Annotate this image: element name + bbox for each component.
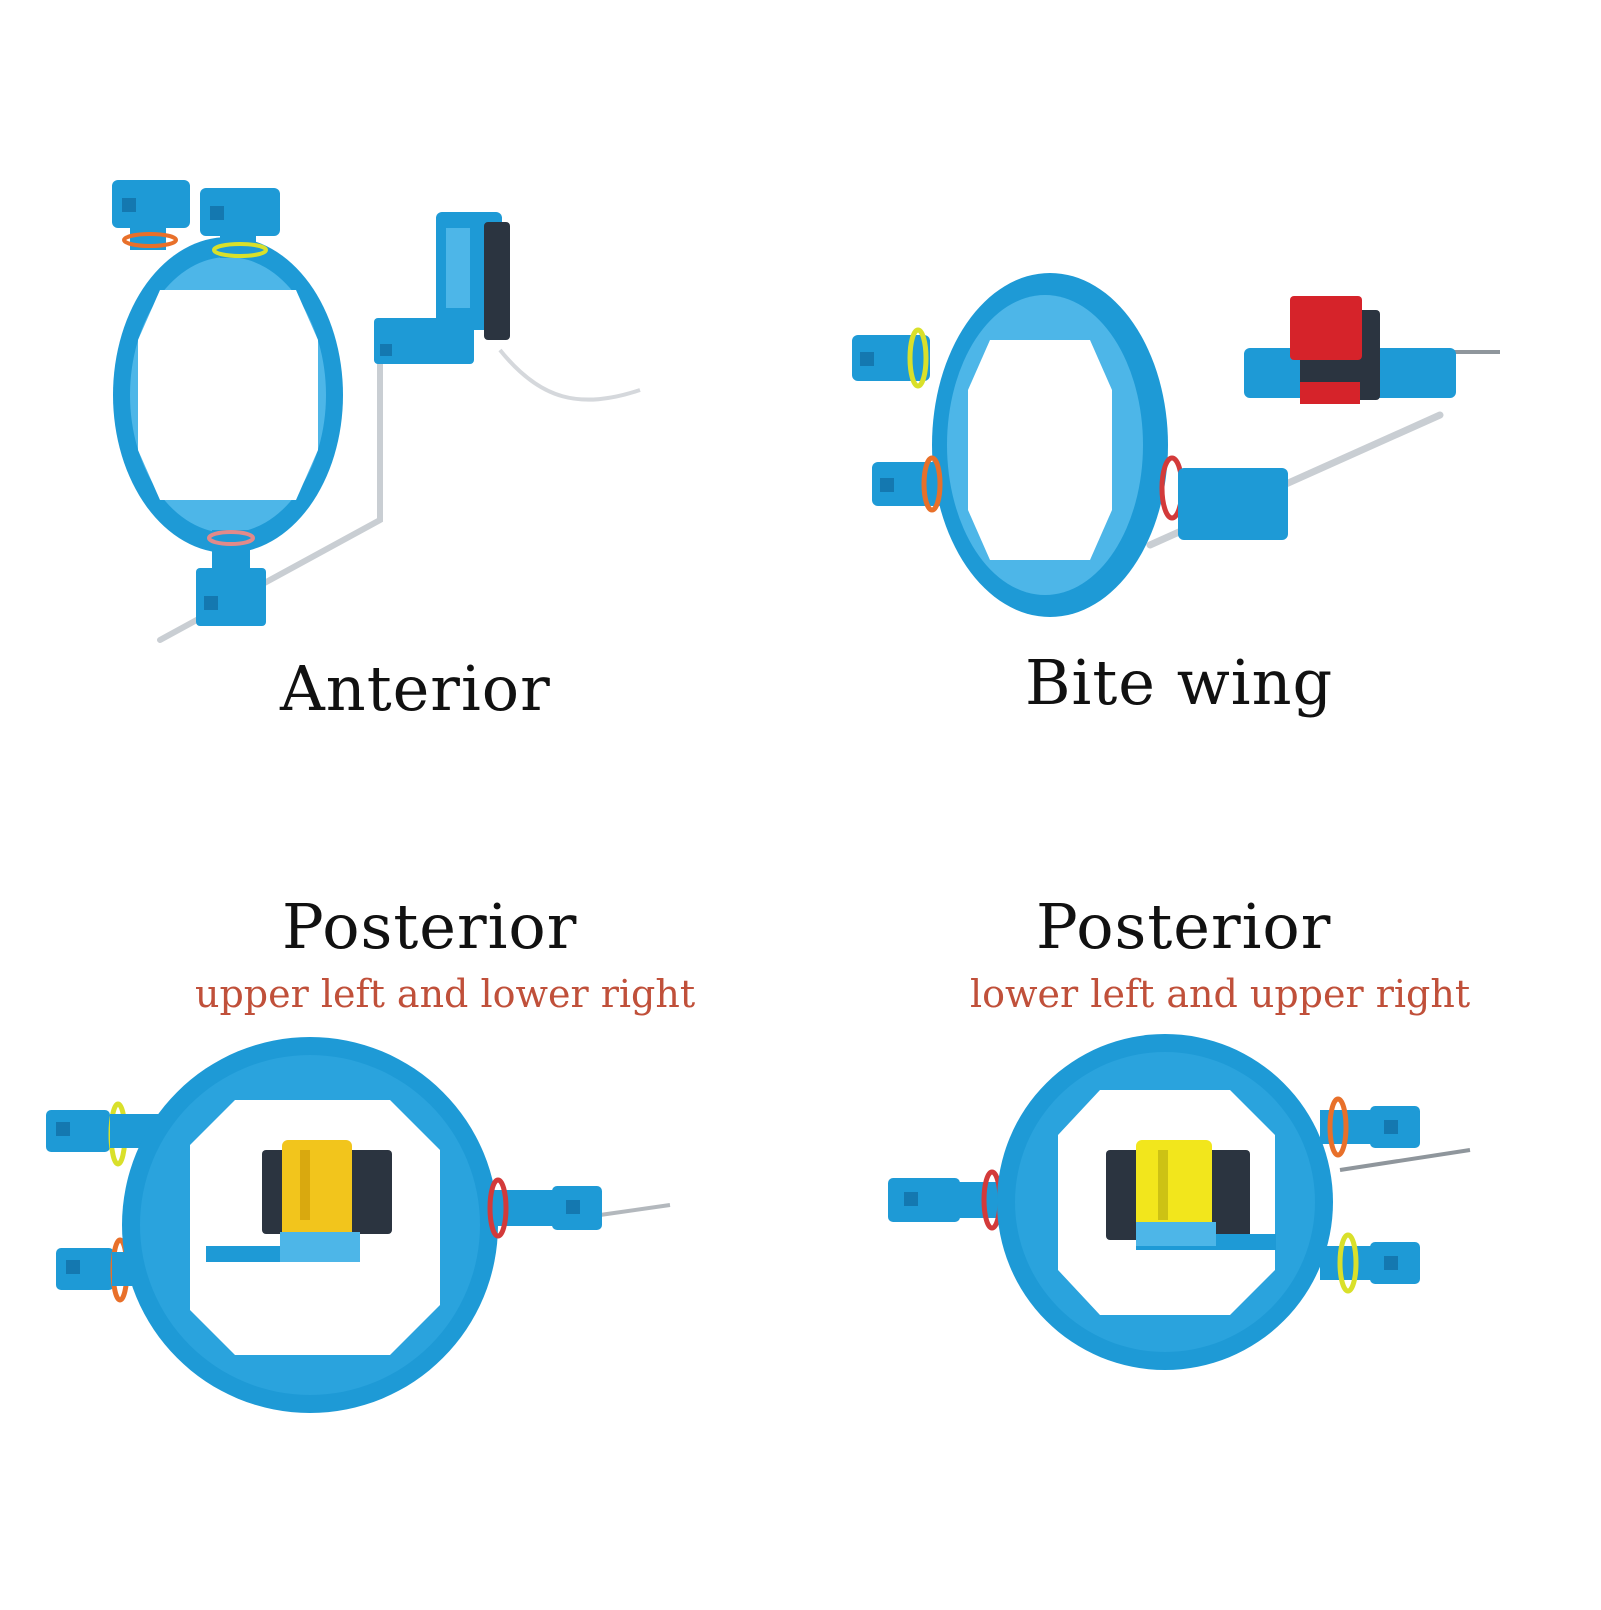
posterior-right-label: Posterior: [1036, 890, 1332, 963]
anterior-label: Anterior: [280, 652, 551, 725]
bite-wing-holder-image: [852, 273, 1500, 617]
posterior-left-label: Posterior: [282, 890, 578, 963]
anterior-holder-image: [112, 180, 641, 643]
posterior-right-sublabel: lower left and upper right: [970, 972, 1471, 1016]
anterior-panel: Anterior: [0, 0, 800, 780]
bite-wing-label: Bite wing: [1025, 646, 1334, 719]
posterior-right-holder-image: [888, 1034, 1471, 1370]
posterior-left-holder-image: [46, 1037, 671, 1413]
posterior-right-panel: Posterior lower left and upper right: [800, 820, 1601, 1601]
bite-wing-panel: Bite wing: [800, 0, 1601, 780]
posterior-left-panel: Posterior upper left and lower right: [0, 820, 800, 1601]
posterior-left-sublabel: upper left and lower right: [195, 972, 696, 1016]
